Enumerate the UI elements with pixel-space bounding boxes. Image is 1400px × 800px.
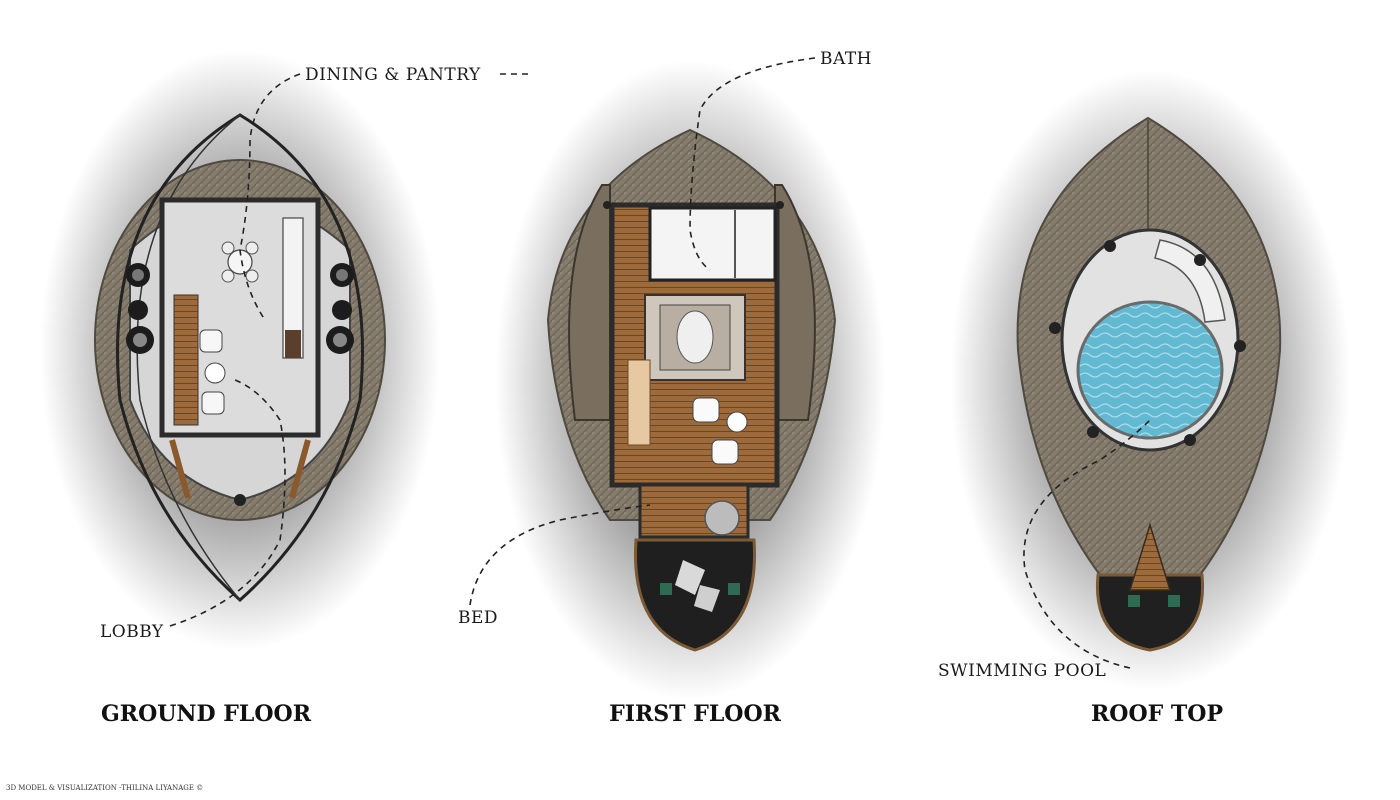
title-first-floor: FIRST FLOOR <box>609 701 782 727</box>
leader-dining <box>239 73 301 321</box>
swimming-pool <box>1076 300 1224 440</box>
armchair-icon <box>692 397 720 423</box>
callout-dining-pantry: DINING & PANTRY <box>305 65 481 85</box>
bath-block <box>648 206 777 282</box>
roof-top-plan <box>950 70 1350 690</box>
side-table-icon <box>726 411 748 433</box>
side-table-icon <box>204 362 226 384</box>
first-floor-plan <box>495 60 885 700</box>
title-ground-floor: GROUND FLOOR <box>101 701 312 727</box>
leader-lines <box>169 57 1151 669</box>
ground-floor-stairs <box>173 294 199 426</box>
armchair-icon <box>199 329 223 353</box>
leader-bath <box>689 57 816 271</box>
armchair-icon <box>201 391 225 415</box>
first-floor-stairs <box>627 359 651 446</box>
ground-floor-plan <box>40 50 440 650</box>
callout-bath: BATH <box>820 49 872 69</box>
leader-bed <box>469 504 651 606</box>
leader-swimming-pool <box>1023 419 1151 669</box>
roof-top-balcony <box>1095 573 1205 652</box>
armchair-icon <box>711 439 739 465</box>
callout-bed: BED <box>458 608 498 628</box>
callout-swimming-pool: SWIMMING POOL <box>938 661 1106 681</box>
title-roof-top: ROOF TOP <box>1091 701 1223 727</box>
credit-line: 3D MODEL & VISUALIZATION -THILINA LIYANA… <box>6 784 203 792</box>
callout-lobby: LOBBY <box>100 622 164 642</box>
